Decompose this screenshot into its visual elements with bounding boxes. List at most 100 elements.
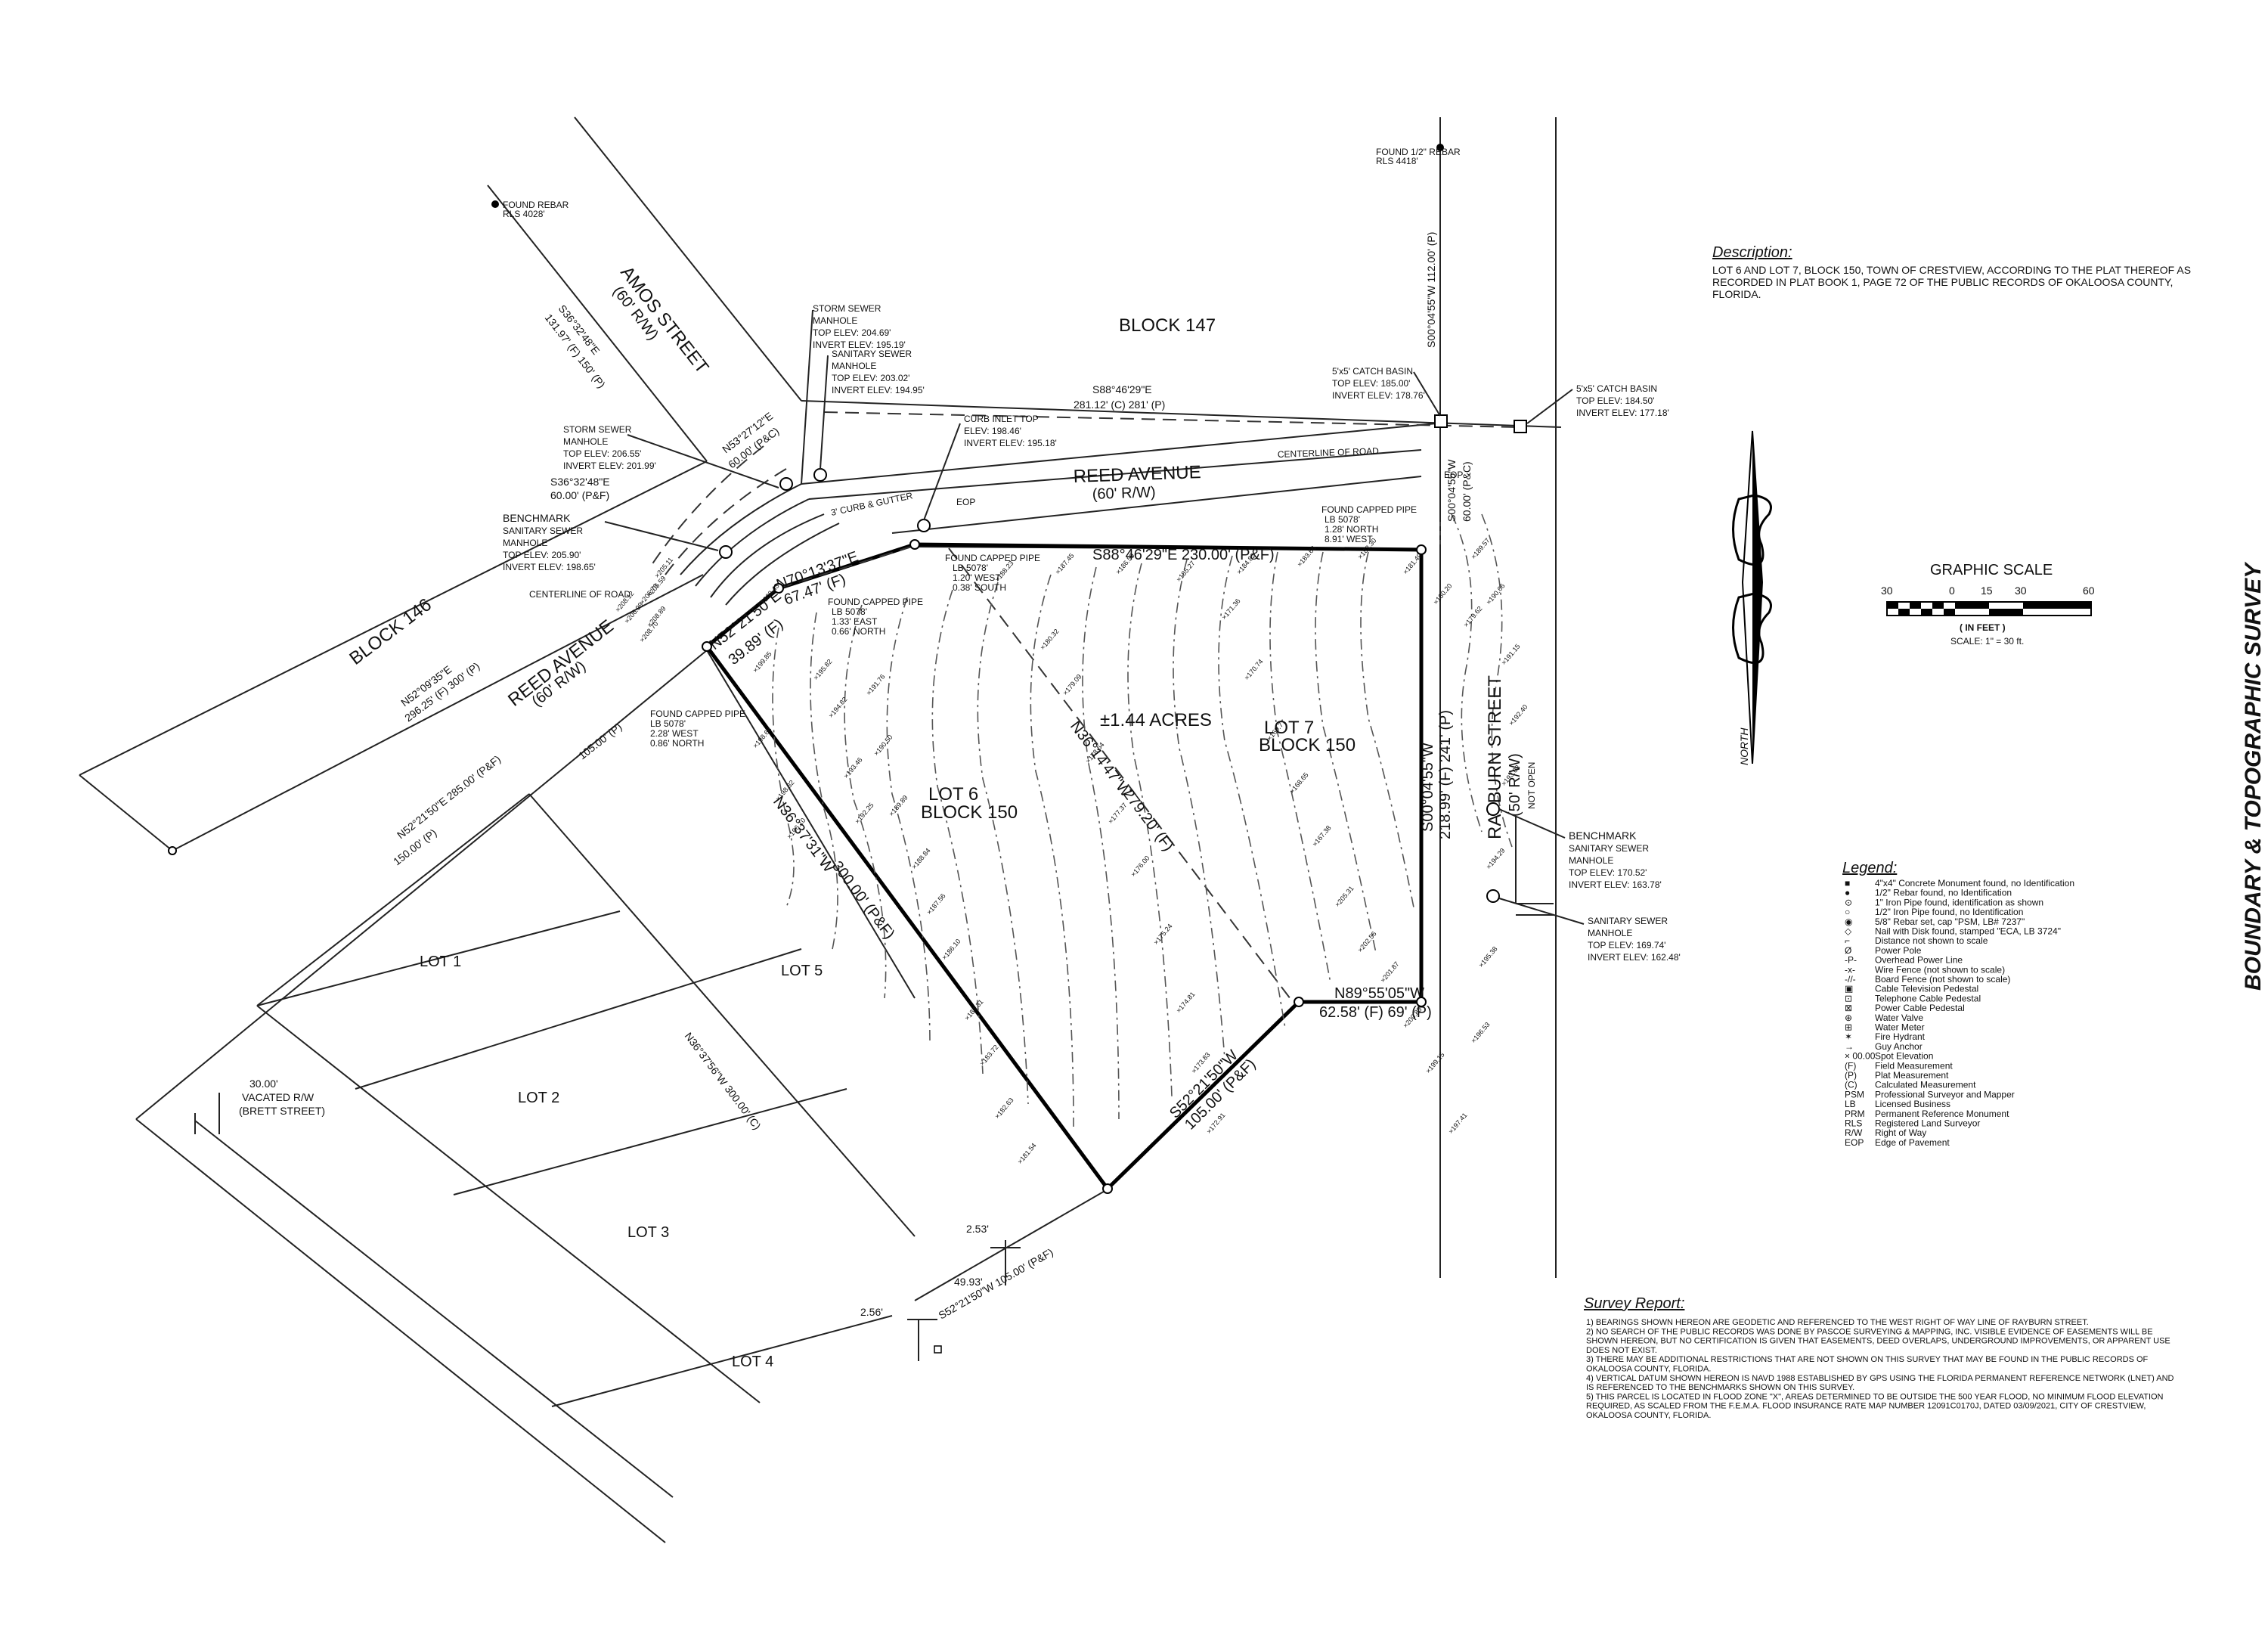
utility-lines	[823, 411, 1554, 916]
survey-report-line: DOES NOT EXIST.	[1586, 1346, 1657, 1355]
legend-symbol: (P)	[1845, 1070, 1857, 1081]
legend-item-label: Water Meter	[1875, 1022, 1925, 1033]
survey-report-heading: Survey Report:	[1584, 1295, 1684, 1312]
legend-item-label: Licensed Business	[1875, 1099, 1950, 1109]
scale-ratio: SCALE: 1" = 30 ft.	[1950, 636, 2024, 647]
distance-north-line: 281.12' (C) 281' (P)	[1074, 398, 1165, 411]
legend-symbol: ⊡	[1845, 993, 1852, 1003]
distance-s00-east: 218.99' (F) 241' (P)	[1437, 710, 1454, 839]
spot-elevation: ×187.56	[925, 892, 947, 916]
lot5-line	[706, 650, 916, 999]
svg-text:STORM SEWER: STORM SEWER	[563, 424, 632, 435]
svg-text:5'x5' CATCH BASIN: 5'x5' CATCH BASIN	[1332, 366, 1413, 377]
svg-text:2.28' WEST: 2.28' WEST	[650, 728, 699, 739]
legend-item-label: Power Cable Pedestal	[1875, 1003, 1965, 1013]
spot-elevation: ×189.57	[1470, 537, 1492, 561]
scale-bar-cell	[1887, 602, 1898, 609]
dimension-ticks	[907, 1240, 1021, 1361]
svg-text:FOUND CAPPED PIPE: FOUND CAPPED PIPE	[945, 553, 1040, 563]
spot-elevation: ×192.40	[1507, 703, 1529, 727]
scale-bar-cell	[1921, 609, 1932, 616]
reed-west-south-line	[135, 650, 708, 1120]
subject-boundary	[705, 542, 1424, 1192]
svg-text:0.38' SOUTH: 0.38' SOUTH	[953, 582, 1006, 593]
spot-elevation: ×194.82	[827, 696, 849, 720]
legend-item-label: Cable Television Pedestal	[1875, 984, 1978, 994]
spot-elevation: ×175.24	[1152, 923, 1174, 947]
svg-text:LB 5078': LB 5078'	[1325, 514, 1360, 525]
scale-bar-cell	[1989, 609, 2023, 616]
bearing-n89: N89°55'05"W	[1334, 985, 1424, 1002]
svg-text:FOUND 1/2" REBAR: FOUND 1/2" REBAR	[1376, 147, 1461, 157]
spot-elevation: ×177.37	[1107, 802, 1129, 826]
legend-item-label: Water Valve	[1875, 1013, 1923, 1023]
legend-item-label: Permanent Reference Monument	[1875, 1109, 2009, 1119]
spot-elevation: ×167.38	[1311, 824, 1333, 848]
spot-elevation: ×168.65	[1288, 771, 1310, 795]
benchmark-right-callout: BENCHMARK SANITARY SEWER MANHOLE TOP ELE…	[1498, 808, 1662, 890]
lot1-north-line	[256, 793, 530, 1006]
scale-tick-0: 0	[1949, 585, 1955, 597]
distance-300-c: 300.00' (C)	[723, 1083, 764, 1132]
spot-elevation: ×180.32	[1039, 628, 1061, 652]
legend-item-label: Registered Land Surveyor	[1875, 1118, 1980, 1129]
svg-text:RLS 4028': RLS 4028'	[503, 209, 545, 219]
survey-report-line: 4) VERTICAL DATUM SHOWN HEREON IS NAVD 1…	[1586, 1374, 2174, 1383]
eop-label-1: EOP	[1444, 470, 1463, 480]
spot-elevation: ×195.82	[812, 658, 834, 682]
legend-item-label: Guy Anchor	[1875, 1041, 1923, 1052]
scale-tick-15: 15	[1981, 585, 1993, 597]
survey-report-line: 5) THIS PARCEL IS LOCATED IN FLOOD ZONE …	[1586, 1392, 2164, 1401]
lot2-label: LOT 2	[518, 1090, 559, 1106]
spot-elevations: ×208.70×208.89×206.99×208.12×206.70×205.…	[614, 537, 1529, 1166]
lot7-label: LOT 7	[1264, 718, 1314, 738]
vacated-rw-label: VACATED R/W	[242, 1091, 314, 1103]
bearing-s00-north: S00°04'55"W 112.00' (P)	[1425, 232, 1437, 348]
power-pedestal-icon	[934, 1345, 942, 1354]
reed-avenue-north-name: REED AVENUE	[1073, 462, 1201, 487]
scale-tick-60: 60	[2083, 585, 2095, 597]
svg-text:0.86' NORTH: 0.86' NORTH	[650, 738, 704, 749]
vacated-width: 30.00'	[249, 1078, 278, 1090]
spot-elevation: ×182.63	[993, 1096, 1015, 1121]
distance-n89: 62.58' (F) 69' (P)	[1319, 1004, 1432, 1021]
legend-symbol: ▣	[1845, 984, 1853, 994]
catch-basin-2-callout: 5'x5' CATCH BASIN TOP ELEV: 184.50' INVE…	[1526, 383, 1669, 424]
lot-labels: LOT 6 BLOCK 150 LOT 7 BLOCK 150 ±1.44 AC…	[420, 710, 1356, 1370]
spot-elevation: ×190.66	[1485, 582, 1507, 606]
legend-item-label: 1/2" Rebar found, no Identification	[1875, 888, 2012, 898]
legend-item-label: Board Fence (not shown to scale)	[1875, 974, 2010, 985]
svg-text:TOP ELEV: 203.02': TOP ELEV: 203.02'	[832, 373, 909, 383]
storm-sewer-left-callout: STORM SEWER MANHOLE TOP ELEV: 206.55' IN…	[563, 424, 779, 488]
catch-basin-1-icon	[1434, 414, 1448, 428]
legend-item-label: Overhead Power Line	[1875, 955, 1963, 966]
legend-symbol: PRM	[1845, 1109, 1865, 1119]
description-line-2: RECORDED IN PLAT BOOK 1, PAGE 72 OF THE …	[1712, 276, 2173, 288]
legend-symbol: ■	[1845, 878, 1850, 888]
legend-symbol: ⊠	[1845, 1003, 1852, 1013]
spot-elevation: ×180.20	[1432, 582, 1454, 606]
legend-item-label: Spot Elevation	[1875, 1051, 1933, 1062]
bearing-s00-road: S00°04'55"W	[1445, 459, 1458, 522]
spot-elevation: ×202.56	[1356, 930, 1378, 954]
spot-elevation: ×181.54	[1016, 1142, 1038, 1166]
distance-s36: 60.00' (P&F)	[550, 489, 609, 501]
legend-symbol: ⊙	[1845, 897, 1852, 907]
capped-pipe-2-callout: FOUND CAPPED PIPE LB 5078' 1.33' EAST 0.…	[828, 597, 923, 637]
lot-divider-dashed	[778, 546, 1294, 1003]
legend-symbol: ◉	[1845, 916, 1852, 927]
svg-text:MANHOLE: MANHOLE	[813, 315, 857, 326]
reed-pavement-north	[801, 423, 1437, 485]
block147-label: BLOCK 147	[1119, 315, 1216, 336]
capped-pipe-4-callout: FOUND CAPPED PIPE LB 5078' 1.28' NORTH 8…	[1321, 504, 1417, 544]
legend-symbol: ⊕	[1845, 1013, 1852, 1023]
description-block: Description: LOT 6 AND LOT 7, BLOCK 150,…	[1712, 244, 2191, 300]
vacated-rw-line	[194, 1120, 674, 1498]
adjacent-lot-lines	[135, 650, 1112, 1543]
svg-text:INVERT ELEV: 162.48': INVERT ELEV: 162.48'	[1588, 952, 1681, 963]
scale-bar-cell	[1898, 609, 1910, 616]
block146-line	[79, 461, 708, 776]
lot4-line	[551, 1315, 893, 1407]
svg-text:MANHOLE: MANHOLE	[832, 361, 876, 371]
lot1-2-line	[256, 910, 621, 1006]
